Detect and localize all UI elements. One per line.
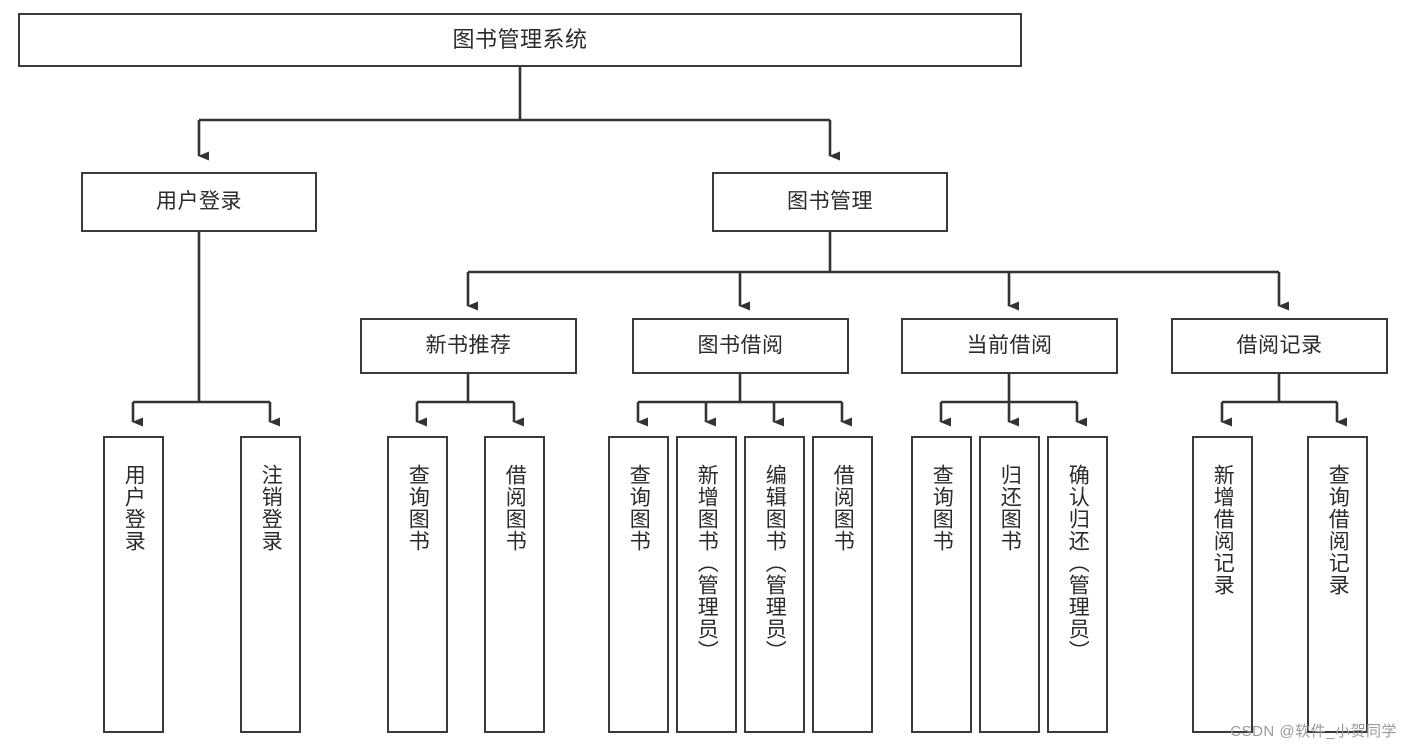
node-user-login[interactable]: 用户登录 [81,172,317,232]
node-label: 图书管理系统 [452,26,588,52]
node-label: 新增借阅记录 [1211,464,1235,596]
leaf-book-borrow-edit[interactable]: 编辑图书（管理员） [744,436,805,733]
leaf-current-borrow-confirm-return[interactable]: 确认归还（管理员） [1047,436,1108,733]
node-label: 用户登录 [122,464,146,552]
node-label: 编辑图书（管理员） [763,464,787,662]
leaf-book-borrow-add[interactable]: 新增图书（管理员） [676,436,737,733]
leaf-current-borrow-query[interactable]: 查询图书 [911,436,972,733]
node-label: 图书管理 [787,190,873,214]
node-current-borrow[interactable]: 当前借阅 [901,318,1118,374]
node-label: 注销登录 [259,464,283,552]
node-label: 查询借阅记录 [1326,464,1350,596]
node-label: 图书借阅 [697,334,784,358]
watermark-text: CSDN @软件_小贺同学 [1230,723,1397,740]
node-label: 查询图书 [406,464,430,552]
node-label: 查询图书 [930,464,954,552]
leaf-borrow-record-add[interactable]: 新增借阅记录 [1192,436,1253,733]
node-label: 新书推荐 [425,334,512,358]
leaf-borrow-record-query[interactable]: 查询借阅记录 [1307,436,1368,733]
node-label: 借阅图书 [831,464,855,552]
node-label: 查询图书 [627,464,651,552]
node-borrow-record[interactable]: 借阅记录 [1171,318,1388,374]
leaf-current-borrow-return[interactable]: 归还图书 [979,436,1040,733]
node-label: 借阅记录 [1236,334,1323,358]
node-label: 借阅图书 [503,464,527,552]
leaf-user-login-logout[interactable]: 注销登录 [240,436,301,733]
leaf-book-borrow-query[interactable]: 查询图书 [608,436,669,733]
node-book-management[interactable]: 图书管理 [712,172,948,232]
leaf-book-borrow-borrow[interactable]: 借阅图书 [812,436,873,733]
leaf-user-login-login[interactable]: 用户登录 [103,436,164,733]
node-root-system[interactable]: 图书管理系统 [18,13,1022,67]
node-new-book-recommend[interactable]: 新书推荐 [360,318,577,374]
leaf-new-book-query[interactable]: 查询图书 [387,436,448,733]
leaf-new-book-borrow[interactable]: 借阅图书 [484,436,545,733]
node-label: 新增图书（管理员） [695,464,719,662]
node-label: 当前借阅 [966,334,1053,358]
node-label: 用户登录 [156,190,242,214]
node-book-borrow[interactable]: 图书借阅 [632,318,849,374]
node-label: 归还图书 [998,464,1022,552]
node-label: 确认归还（管理员） [1066,464,1090,662]
